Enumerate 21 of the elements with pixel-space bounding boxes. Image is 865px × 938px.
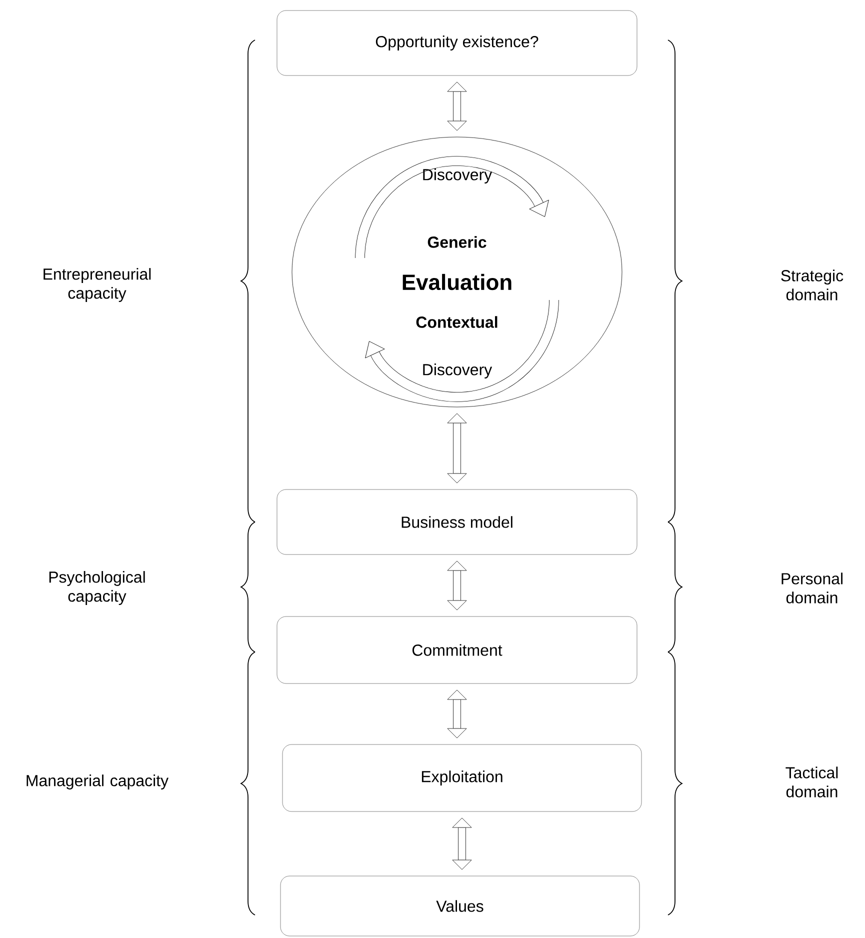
- process-box: Opportunity existence?: [276, 10, 638, 76]
- process-box: Values: [280, 876, 640, 936]
- double-arrow: [447, 560, 467, 610]
- cycle-title: Generic: [428, 236, 486, 248]
- side-label: Tactical domain: [786, 766, 838, 798]
- double-arrow: [447, 690, 467, 738]
- double-arrow: [452, 818, 472, 870]
- process-box: Exploitation: [282, 744, 642, 812]
- side-label: Psychological capacity: [49, 571, 145, 605]
- cycle-title: Contextual: [416, 316, 498, 328]
- cycle-label: Discovery: [423, 364, 492, 378]
- side-label: Personal domain: [782, 572, 842, 604]
- cycle-title: Evaluation: [402, 274, 512, 290]
- side-label: Entrepreneurial capacity: [44, 268, 151, 302]
- side-label: Managerial capacity: [26, 774, 169, 790]
- cycle-label: Discovery: [423, 168, 492, 184]
- process-box: Business model: [276, 489, 638, 555]
- process-box: Commitment: [276, 616, 638, 684]
- double-arrow: [447, 82, 467, 131]
- side-label: Strategic domain: [781, 270, 844, 300]
- double-arrow: [447, 413, 467, 484]
